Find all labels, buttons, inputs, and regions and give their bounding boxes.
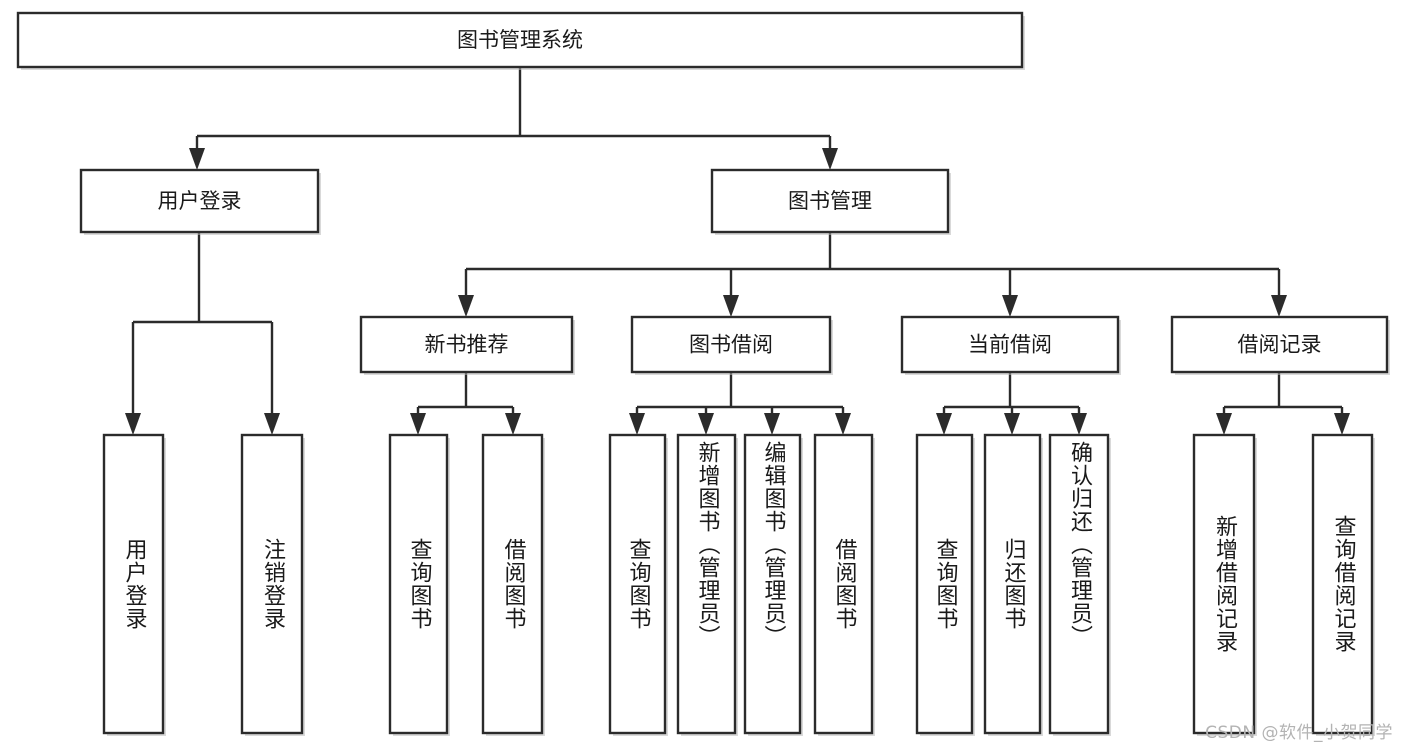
leaf-node-6[interactable] (743, 433, 802, 735)
level3-node-2[interactable] (900, 315, 1120, 374)
level2-node-0[interactable] (79, 168, 320, 234)
book-arrow-2-head (1002, 295, 1018, 317)
leaf-node-7[interactable] (813, 433, 874, 735)
level2-node-0-label: 用户登录 (158, 189, 242, 213)
leaf-node-3[interactable] (481, 433, 544, 735)
sub-arrow-2-0-head (936, 413, 952, 435)
level2-node-1[interactable] (710, 168, 950, 234)
root-node[interactable] (16, 11, 1024, 69)
leaf-node-10[interactable] (1048, 433, 1110, 735)
leaf-node-5[interactable] (676, 433, 737, 735)
root-arrow-0-head (189, 148, 205, 170)
level2-node-1-label: 图书管理 (788, 189, 872, 213)
sub-arrow-1-1-head (698, 413, 714, 435)
level3-node-1-label: 图书借阅 (689, 333, 773, 357)
leaf-node-12[interactable] (1311, 433, 1374, 735)
book-arrow-1-head (723, 295, 739, 317)
level3-node-3[interactable] (1170, 315, 1389, 374)
book-arrow-3-head (1271, 295, 1287, 317)
book-arrow-0-head (458, 295, 474, 317)
connector-layer (125, 67, 1350, 435)
leaf-node-4[interactable] (608, 433, 667, 735)
leaf-node-2[interactable] (388, 433, 449, 735)
sub-arrow-1-0-head (629, 413, 645, 435)
root-arrow-1-head (822, 148, 838, 170)
leaf-node-8[interactable] (915, 433, 974, 735)
leaf-node-9[interactable] (983, 433, 1042, 735)
sub-arrow-3-1-head (1334, 413, 1350, 435)
sub-arrow-1-3-head (835, 413, 851, 435)
leaf-node-11[interactable] (1192, 433, 1256, 735)
sub-arrow-0-1-head (505, 413, 521, 435)
root-node-label: 图书管理系统 (457, 28, 583, 52)
leaf-node-0[interactable] (102, 433, 165, 735)
level3-node-0[interactable] (359, 315, 574, 374)
box-layer (16, 11, 1390, 736)
user-arrow-0-head (125, 413, 141, 435)
sub-arrow-2-1-head (1004, 413, 1020, 435)
csdn-watermark: CSDN @软件_小贺同学 (1205, 723, 1393, 743)
sub-arrow-0-0-head (410, 413, 426, 435)
sub-arrow-3-0-head (1216, 413, 1232, 435)
user-arrow-1-head (264, 413, 280, 435)
level3-node-3-label: 借阅记录 (1238, 333, 1322, 357)
level3-node-0-label: 新书推荐 (425, 333, 509, 357)
level3-node-1[interactable] (630, 315, 832, 374)
level3-node-2-label: 当前借阅 (968, 333, 1052, 357)
sub-arrow-1-2-head (764, 413, 780, 435)
sub-arrow-2-2-head (1071, 413, 1087, 435)
leaf-node-1[interactable] (240, 433, 304, 735)
